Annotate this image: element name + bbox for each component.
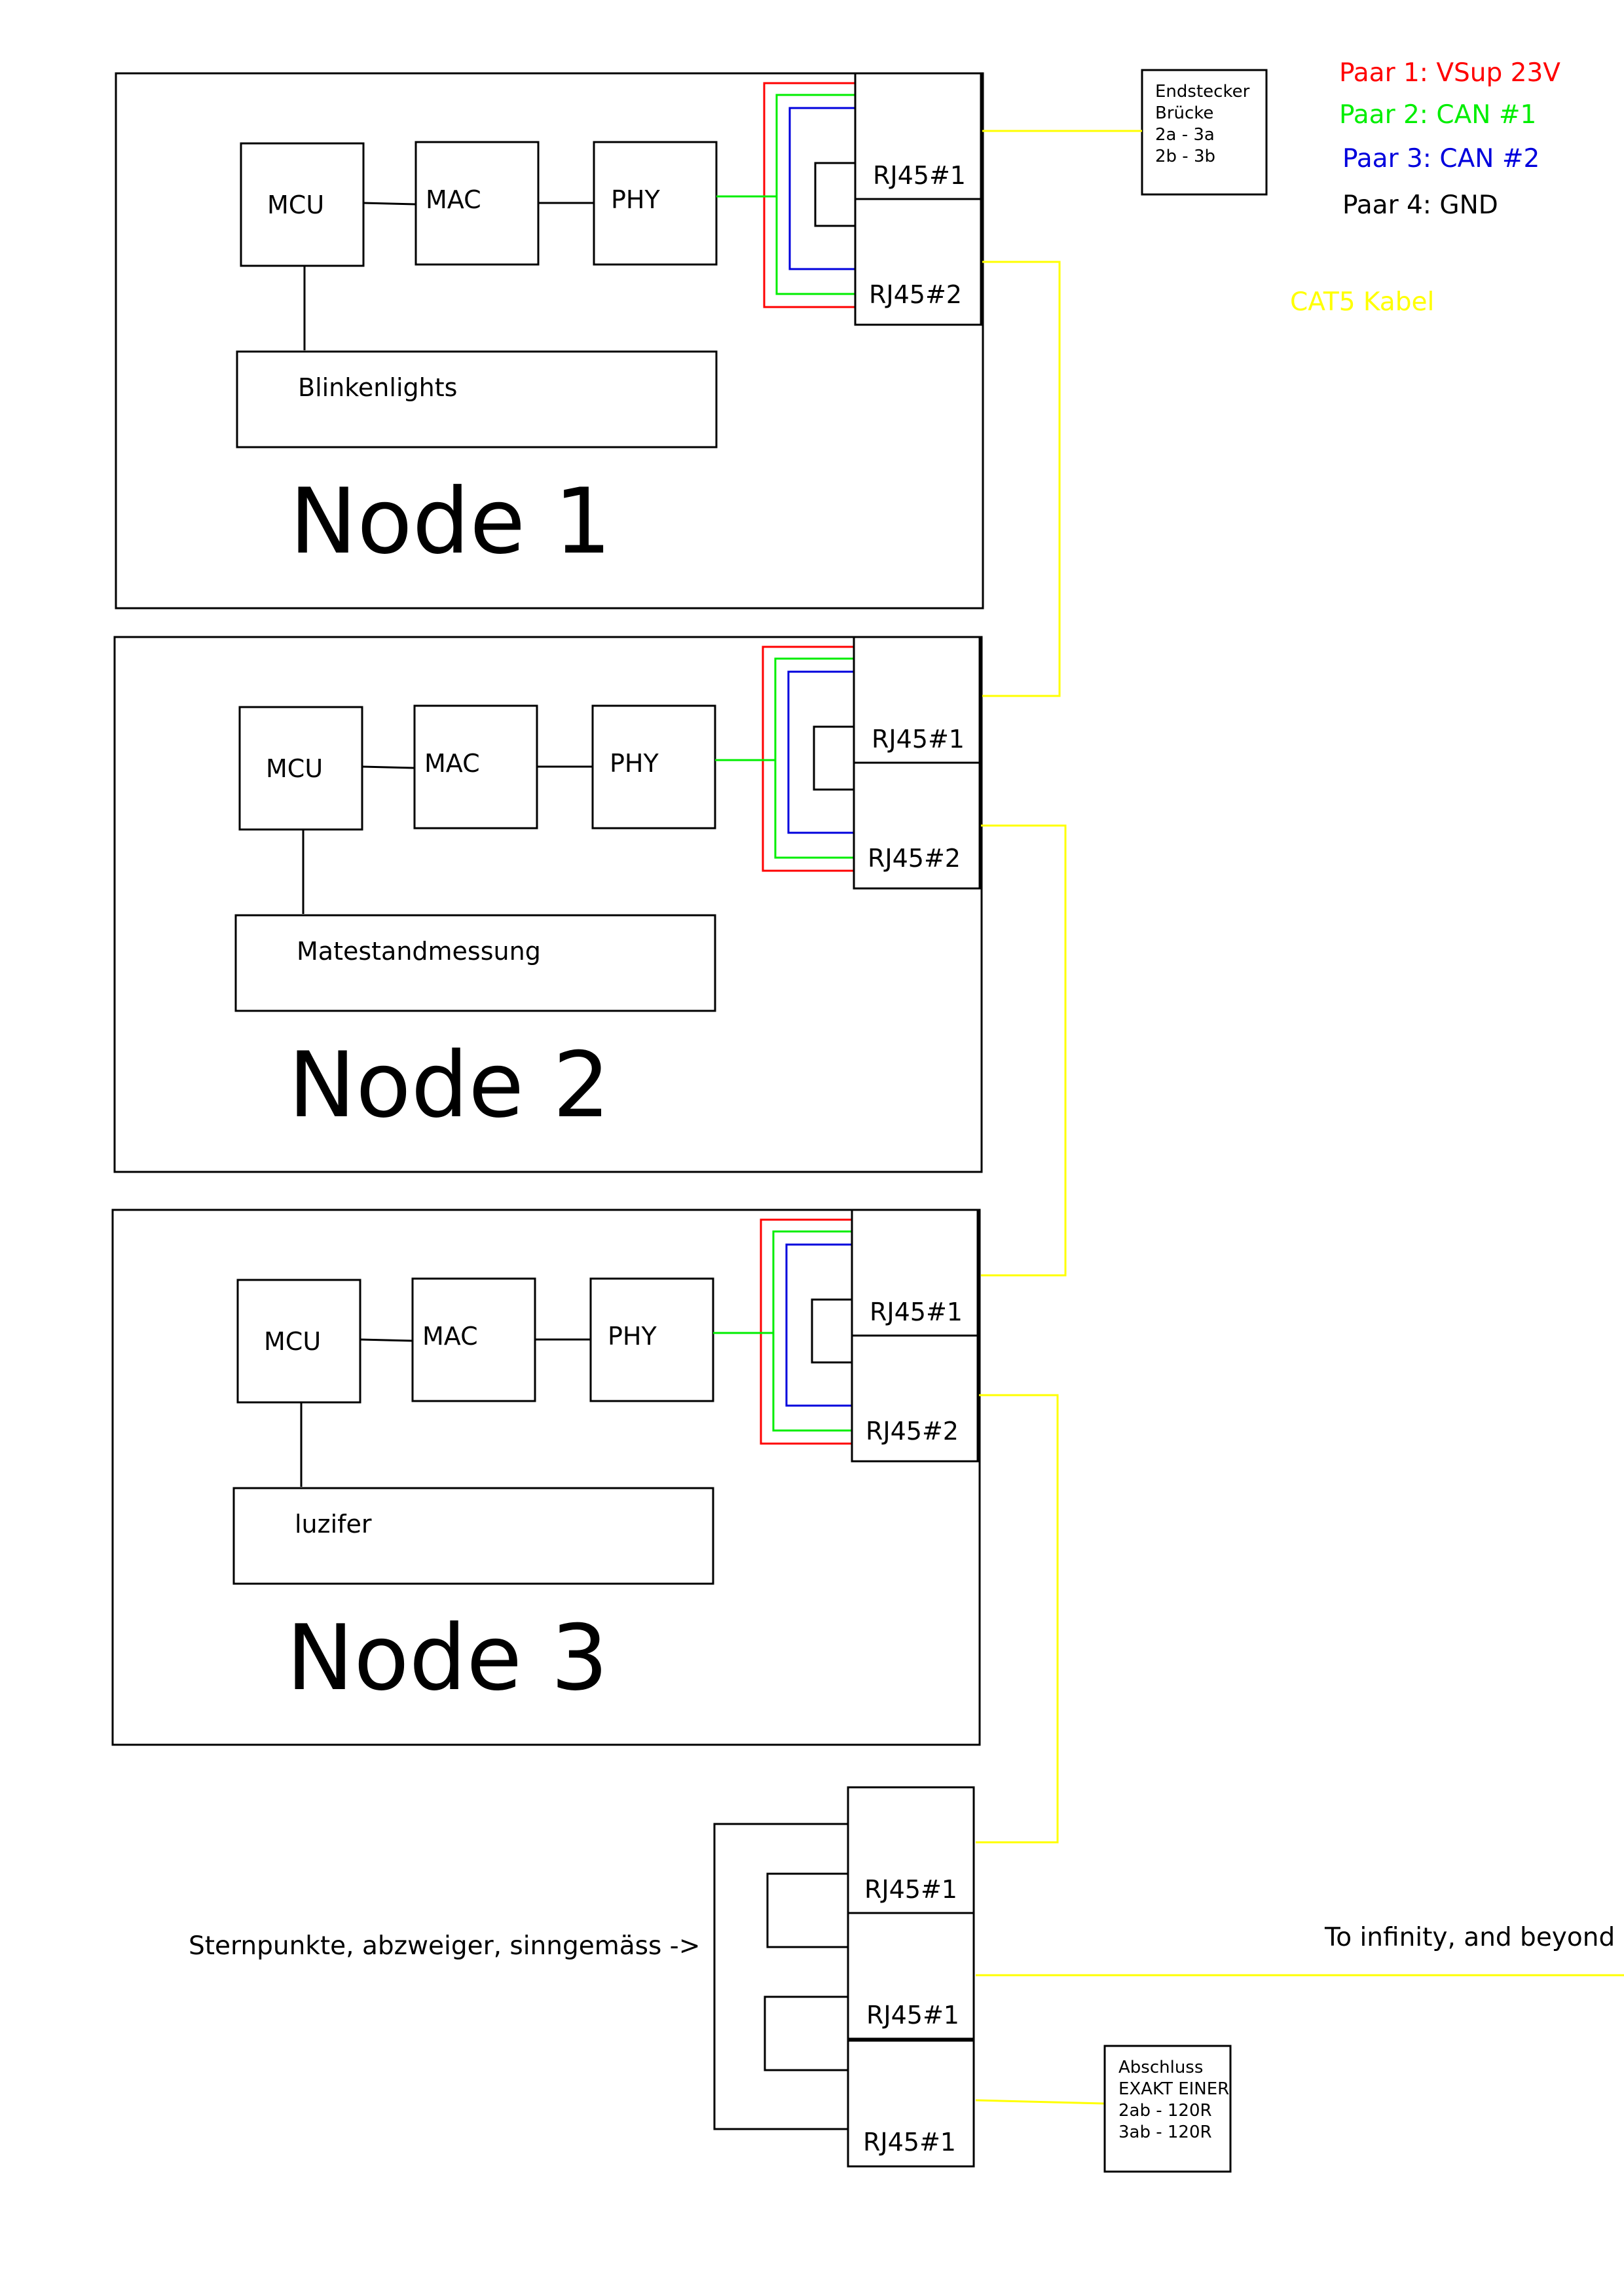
star-bus-wire <box>713 1823 848 2130</box>
pair1-wire <box>763 82 855 308</box>
peripheral-box <box>234 914 716 1012</box>
endstecker-line-2: Brücke <box>1155 103 1213 123</box>
mac-label: MAC <box>424 749 480 778</box>
pair3-wire <box>785 1243 852 1407</box>
cable-node2-node3 <box>981 824 1067 1277</box>
peripheral-box <box>232 1487 714 1585</box>
abschluss-line-4: 3ab - 120R <box>1118 2123 1212 2142</box>
rj45-1-label: RJ45#1 <box>873 161 966 190</box>
node-frame <box>113 636 983 1173</box>
mcu-mac-link <box>363 202 416 206</box>
rj45-2-box <box>854 198 982 326</box>
mac-label: MAC <box>422 1322 478 1351</box>
mcu-label: MCU <box>267 191 324 219</box>
node-1: MCU MAC PHY Blinkenlights Node 1 RJ45#1 … <box>115 72 984 610</box>
rj45-2-box <box>851 1334 979 1463</box>
node-frame <box>111 1209 981 1746</box>
star-port-2-label: RJ45#1 <box>866 2001 959 2030</box>
node-title: Node 1 <box>289 469 612 574</box>
pair1-wire <box>760 1218 852 1445</box>
legend-pair2: Paar 2: CAN #1 <box>1339 100 1536 130</box>
legend-cable: CAT5 Kabel <box>1290 287 1434 317</box>
rj45-2-label: RJ45#2 <box>868 844 961 873</box>
pair2-wire <box>772 1230 852 1432</box>
star-port-3-box <box>847 2039 975 2168</box>
cable-node3-star <box>976 1394 1059 1844</box>
mcu-label: MCU <box>264 1327 321 1356</box>
pair4-wire <box>813 725 854 791</box>
mcu-box <box>236 1279 361 1404</box>
peripheral-label: Blinkenlights <box>298 373 457 402</box>
node-frame <box>115 72 984 610</box>
pair1-wire <box>762 646 854 872</box>
rj45-2-label: RJ45#2 <box>869 280 962 309</box>
abschluss-box <box>1103 2045 1232 2173</box>
node-3: MCU MAC PHY luzifer Node 3 RJ45#1 RJ45#2 <box>111 1209 981 1746</box>
abschluss-line-3: 2ab - 120R <box>1118 2101 1212 2121</box>
pair3-wire <box>787 670 854 834</box>
rj45-2-box <box>853 761 981 890</box>
abschluss: Abschluss EXAKT EINER 2ab - 120R 3ab - 1… <box>1103 2045 1232 2173</box>
node-title: Node 2 <box>288 1032 610 1138</box>
mcu-box <box>238 706 363 831</box>
legend-pair3: Paar 3: CAN #2 <box>1342 144 1540 173</box>
star-label: Sternpunkte, abzweiger, sinngemäss -> <box>189 1931 700 1961</box>
cat5-cables <box>975 130 1624 2105</box>
rj45-1-label: RJ45#1 <box>872 725 965 754</box>
endstecker: Endstecker Brücke 2a - 3a 2b - 3b <box>1141 69 1268 196</box>
star-port-2-box <box>847 1912 975 2040</box>
mcu-label: MCU <box>266 754 323 783</box>
cable-abschluss <box>975 2099 1105 2105</box>
phy-label: PHY <box>608 1322 657 1351</box>
rj45-1-label: RJ45#1 <box>870 1298 963 1326</box>
phy-label: PHY <box>611 185 660 214</box>
abschluss-line-2: EXAKT EINER <box>1118 2079 1229 2099</box>
endstecker-line-4: 2b - 3b <box>1155 147 1215 166</box>
peripheral-label: luzifer <box>295 1510 372 1539</box>
mac-label: MAC <box>426 185 481 214</box>
legend: Paar 1: VSup 23V Paar 2: CAN #1 Paar 3: … <box>1290 58 1560 317</box>
star-point: Sternpunkte, abzweiger, sinngemäss -> RJ… <box>189 1786 975 2168</box>
endstecker-line-1: Endstecker <box>1155 82 1250 101</box>
pair4-wire <box>814 162 855 227</box>
mcu-mac-link <box>360 1338 413 1342</box>
node-2: MCU MAC PHY Matestandmessung Node 2 RJ45… <box>113 636 983 1173</box>
peripheral-box <box>236 350 718 448</box>
legend-pair1: Paar 1: VSup 23V <box>1339 58 1560 88</box>
rj45-2-label: RJ45#2 <box>866 1417 959 1446</box>
star-bridge-2 <box>764 1995 848 2071</box>
pair3-wire <box>788 107 855 270</box>
mcu-mac-link <box>361 765 415 769</box>
endstecker-box <box>1141 69 1268 196</box>
legend-pair4: Paar 4: GND <box>1342 191 1498 220</box>
star-port-1-label: RJ45#1 <box>864 1875 957 1904</box>
star-port-3-label: RJ45#1 <box>863 2128 956 2157</box>
node-title: Node 3 <box>286 1605 608 1711</box>
infinity-label: To infinity, and beyond <box>1324 1923 1615 1952</box>
cable-node1-node2 <box>982 261 1061 697</box>
star-bridge-1 <box>766 1872 848 1948</box>
abschluss-line-1: Abschluss <box>1118 2058 1203 2077</box>
peripheral-label: Matestandmessung <box>297 937 541 966</box>
pair2-wire <box>774 657 854 859</box>
pair2-wire <box>775 94 855 295</box>
pair4-wire <box>811 1298 852 1364</box>
mcu-box <box>240 142 365 267</box>
phy-label: PHY <box>610 749 659 778</box>
endstecker-line-3: 2a - 3a <box>1155 125 1215 145</box>
